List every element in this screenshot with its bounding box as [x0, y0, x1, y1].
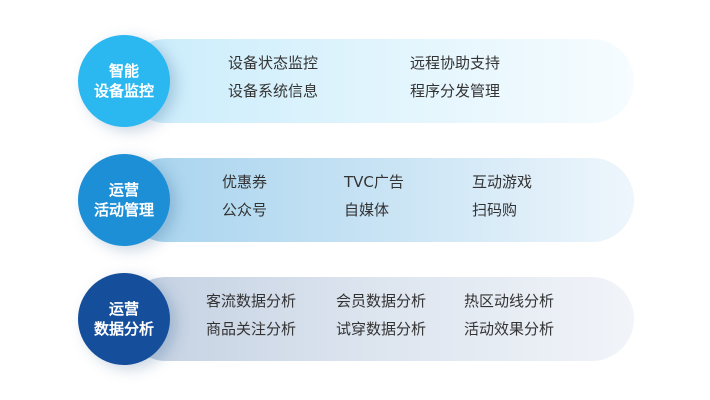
feature-item: 扫码购: [472, 201, 518, 219]
feature-item: TVC广告: [344, 173, 404, 191]
section-operation-activity-management: 运营 活动管理 优惠券 TVC广告 互动游戏 公众号 自媒体 扫码购: [78, 154, 638, 246]
feature-item: 商品关注分析: [206, 320, 297, 338]
section-operation-data-analysis: 运营 数据分析 客流数据分析 会员数据分析 热区动线分析 商品关注分析 试穿数据…: [78, 273, 638, 365]
feature-item: 热区动线分析: [464, 292, 555, 310]
feature-item: 会员数据分析: [336, 292, 427, 310]
feature-list: 设备状态监控 远程协助支持 设备系统信息 程序分发管理: [228, 53, 540, 101]
feature-item: 优惠券: [222, 173, 268, 191]
feature-item: 活动效果分析: [464, 320, 555, 338]
feature-item: 程序分发管理: [410, 82, 501, 100]
feature-list: 优惠券 TVC广告 互动游戏 公众号 自媒体 扫码购: [222, 172, 582, 220]
feature-item: 互动游戏: [472, 173, 533, 191]
feature-item: 客流数据分析: [206, 292, 297, 310]
section-badge: 智能 设备监控: [78, 35, 170, 127]
feature-list: 客流数据分析 会员数据分析 热区动线分析 商品关注分析 试穿数据分析 活动效果分…: [206, 291, 584, 339]
badge-line-1: 运营: [108, 181, 139, 199]
feature-band: [124, 158, 634, 242]
badge-line-2: 活动管理: [93, 201, 154, 219]
feature-item: 设备状态监控: [228, 54, 319, 72]
section-badge: 运营 数据分析: [78, 273, 170, 365]
feature-band: [124, 277, 634, 361]
feature-item: 试穿数据分析: [336, 320, 427, 338]
feature-item: 自媒体: [344, 201, 390, 219]
section-badge: 运营 活动管理: [78, 154, 170, 246]
feature-item: 设备系统信息: [228, 82, 319, 100]
badge-line-2: 设备监控: [93, 82, 154, 100]
badge-line-1: 智能: [108, 62, 139, 80]
section-smart-device-monitoring: 智能 设备监控 设备状态监控 远程协助支持 设备系统信息 程序分发管理: [78, 35, 638, 127]
badge-line-1: 运营: [108, 300, 139, 318]
feature-band: [124, 39, 634, 123]
feature-item: 远程协助支持: [410, 54, 501, 72]
feature-item: 公众号: [222, 201, 268, 219]
badge-line-2: 数据分析: [93, 320, 154, 338]
